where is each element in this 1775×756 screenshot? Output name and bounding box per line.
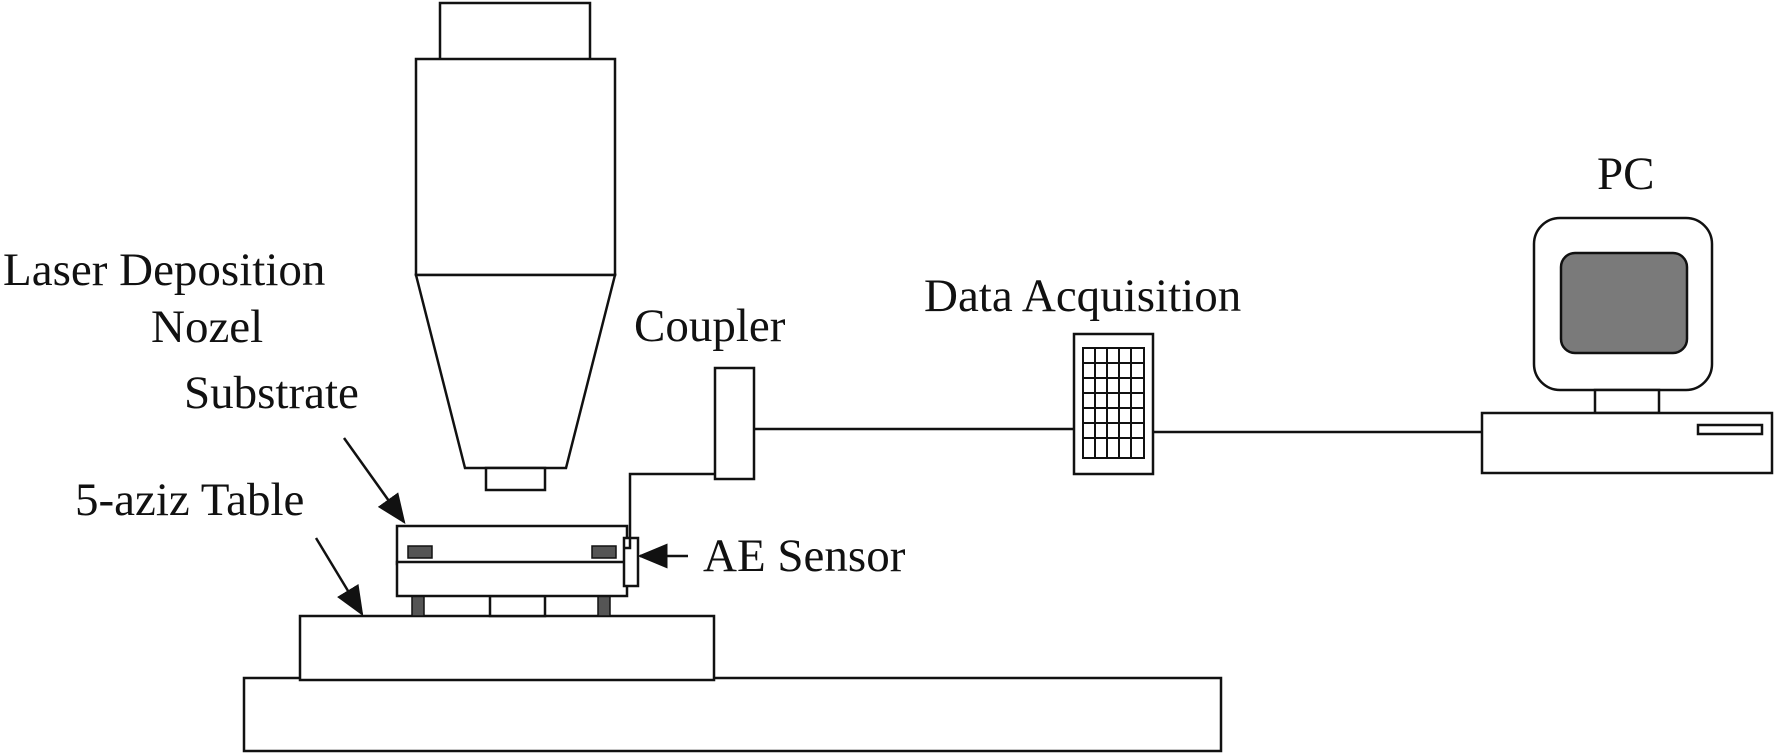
pc-label: PC [1597, 148, 1655, 200]
computer-icon [1480, 216, 1774, 475]
laser-label-line1: Laser Deposition [3, 244, 325, 296]
five-axis-table [298, 614, 716, 682]
laser-nozzle-icon [414, 1, 617, 492]
laser-label-line2: Nozel [151, 301, 263, 353]
substrate-arrow [342, 437, 406, 525]
daq-label: Data Acquisition [924, 270, 1241, 322]
coupler [713, 366, 756, 481]
table-arrow [314, 537, 364, 617]
data-acquisition-icon [1072, 332, 1155, 476]
substrate-assembly [395, 524, 629, 598]
substrate-supports [411, 594, 611, 618]
ae-sensor-label: AE Sensor [703, 530, 906, 582]
coupler-label: Coupler [634, 300, 786, 352]
table-label: 5-aziz Table [75, 474, 304, 526]
substrate-label: Substrate [184, 367, 359, 419]
base-platform [242, 676, 1223, 753]
sensor-cable [624, 472, 715, 550]
